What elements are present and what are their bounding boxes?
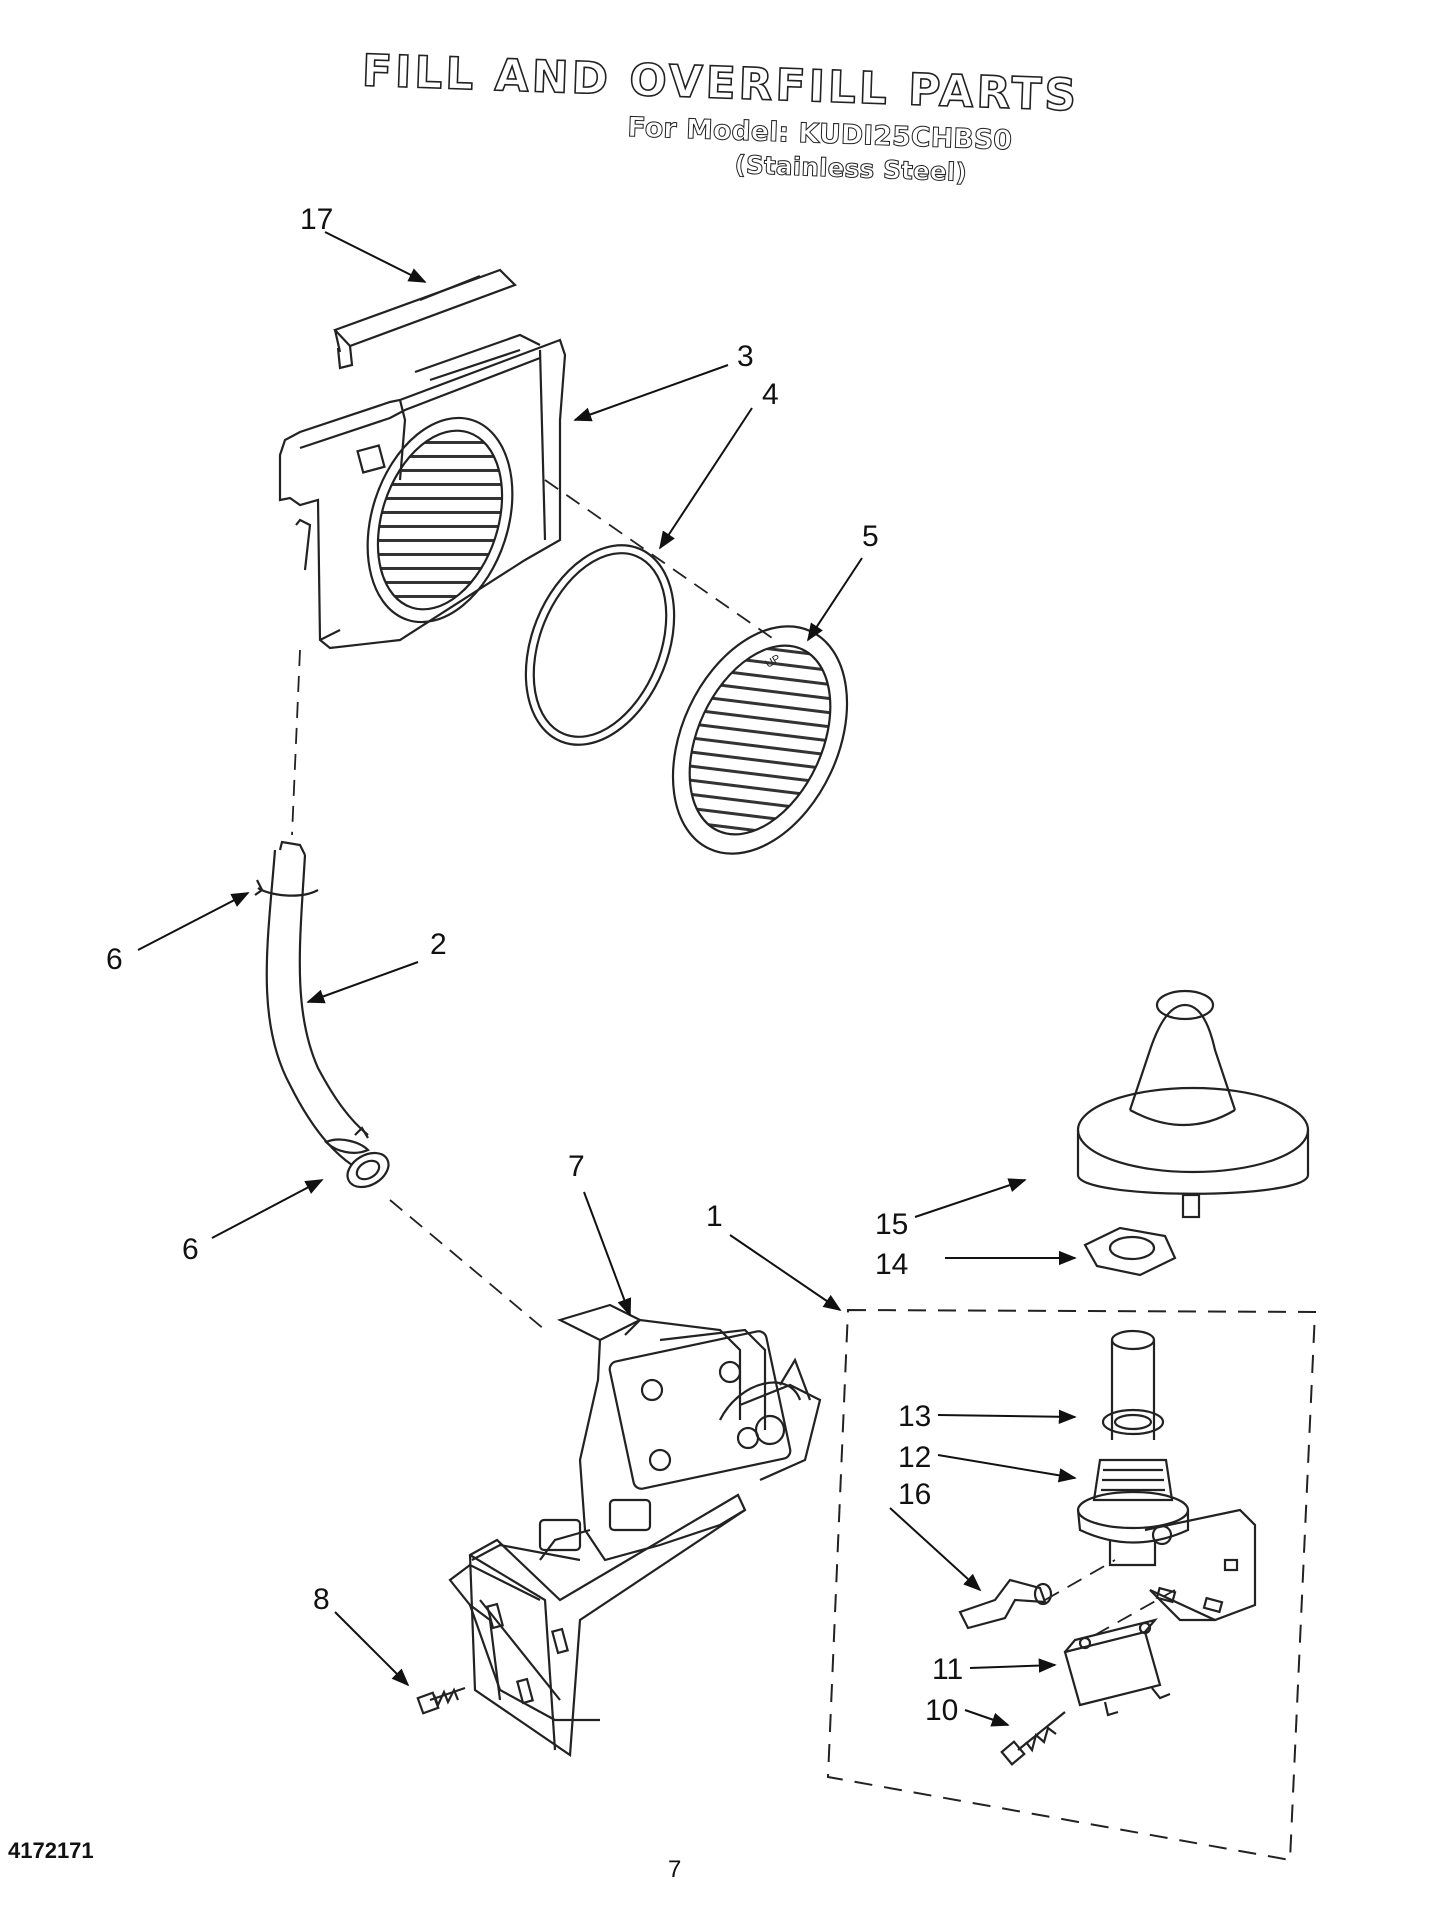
callout-1: 1 — [706, 1200, 723, 1233]
seal-strip-part — [333, 268, 517, 370]
actuator-lever-part — [958, 1578, 1053, 1630]
leader-16 — [889, 1507, 982, 1592]
leader-5 — [807, 557, 863, 642]
leader-6b — [211, 1179, 324, 1239]
alignment-dash-lines — [291, 479, 1176, 1636]
leader-10 — [964, 1709, 1010, 1727]
callout-6-upper: 6 — [106, 943, 123, 976]
callout-11: 11 — [932, 1653, 964, 1686]
callout-12: 12 — [898, 1441, 932, 1474]
hose-clamp-parts — [254, 879, 370, 1154]
gasket-ring — [1101, 1408, 1165, 1436]
leader-3 — [573, 364, 729, 422]
callout-5: 5 — [862, 520, 879, 553]
float-nut-part — [1083, 1226, 1177, 1277]
callout-15: 15 — [875, 1208, 909, 1241]
callout-4: 4 — [762, 378, 779, 411]
leader-13 — [937, 1409, 1077, 1424]
leader-2 — [306, 961, 419, 1004]
callout-6-lower: 6 — [182, 1233, 199, 1266]
switch-assembly-outline — [826, 1308, 1317, 1862]
switch-screw-part — [1000, 1711, 1066, 1766]
float-part — [1076, 989, 1310, 1219]
valve-bracket-part — [468, 1493, 747, 1757]
leader-1 — [729, 1234, 842, 1312]
page-number: 7 — [668, 1856, 682, 1883]
callout-14: 14 — [875, 1248, 909, 1281]
ring-seal-part — [524, 544, 676, 746]
inlet-valve-part — [448, 1303, 822, 1722]
leader-17 — [324, 231, 427, 283]
microswitch-part — [1063, 1618, 1171, 1717]
switch-bracket-part — [1144, 1508, 1257, 1622]
callout-16: 16 — [898, 1478, 932, 1511]
filter-screen-part: UP — [671, 625, 849, 855]
float-stem-part — [1076, 1329, 1190, 1567]
callout-7: 7 — [568, 1150, 585, 1183]
callout-10: 10 — [925, 1694, 959, 1727]
callout-17: 17 — [300, 203, 334, 236]
callout-3: 3 — [737, 340, 754, 373]
callout-13: 13 — [898, 1400, 932, 1433]
leader-6a — [137, 892, 250, 951]
leader-11 — [969, 1658, 1057, 1673]
bracket-screw-part — [416, 1686, 466, 1715]
document-number: 4172171 — [8, 1838, 94, 1863]
leader-8 — [334, 1611, 410, 1687]
callout-8: 8 — [313, 1583, 330, 1616]
leader-12 — [937, 1454, 1077, 1483]
callout-2: 2 — [430, 928, 447, 961]
leader-15 — [914, 1178, 1027, 1218]
leader-4 — [659, 407, 753, 550]
fill-housing-part — [278, 333, 567, 650]
leader-arrows — [137, 231, 1077, 1727]
leader-7 — [583, 1191, 632, 1317]
